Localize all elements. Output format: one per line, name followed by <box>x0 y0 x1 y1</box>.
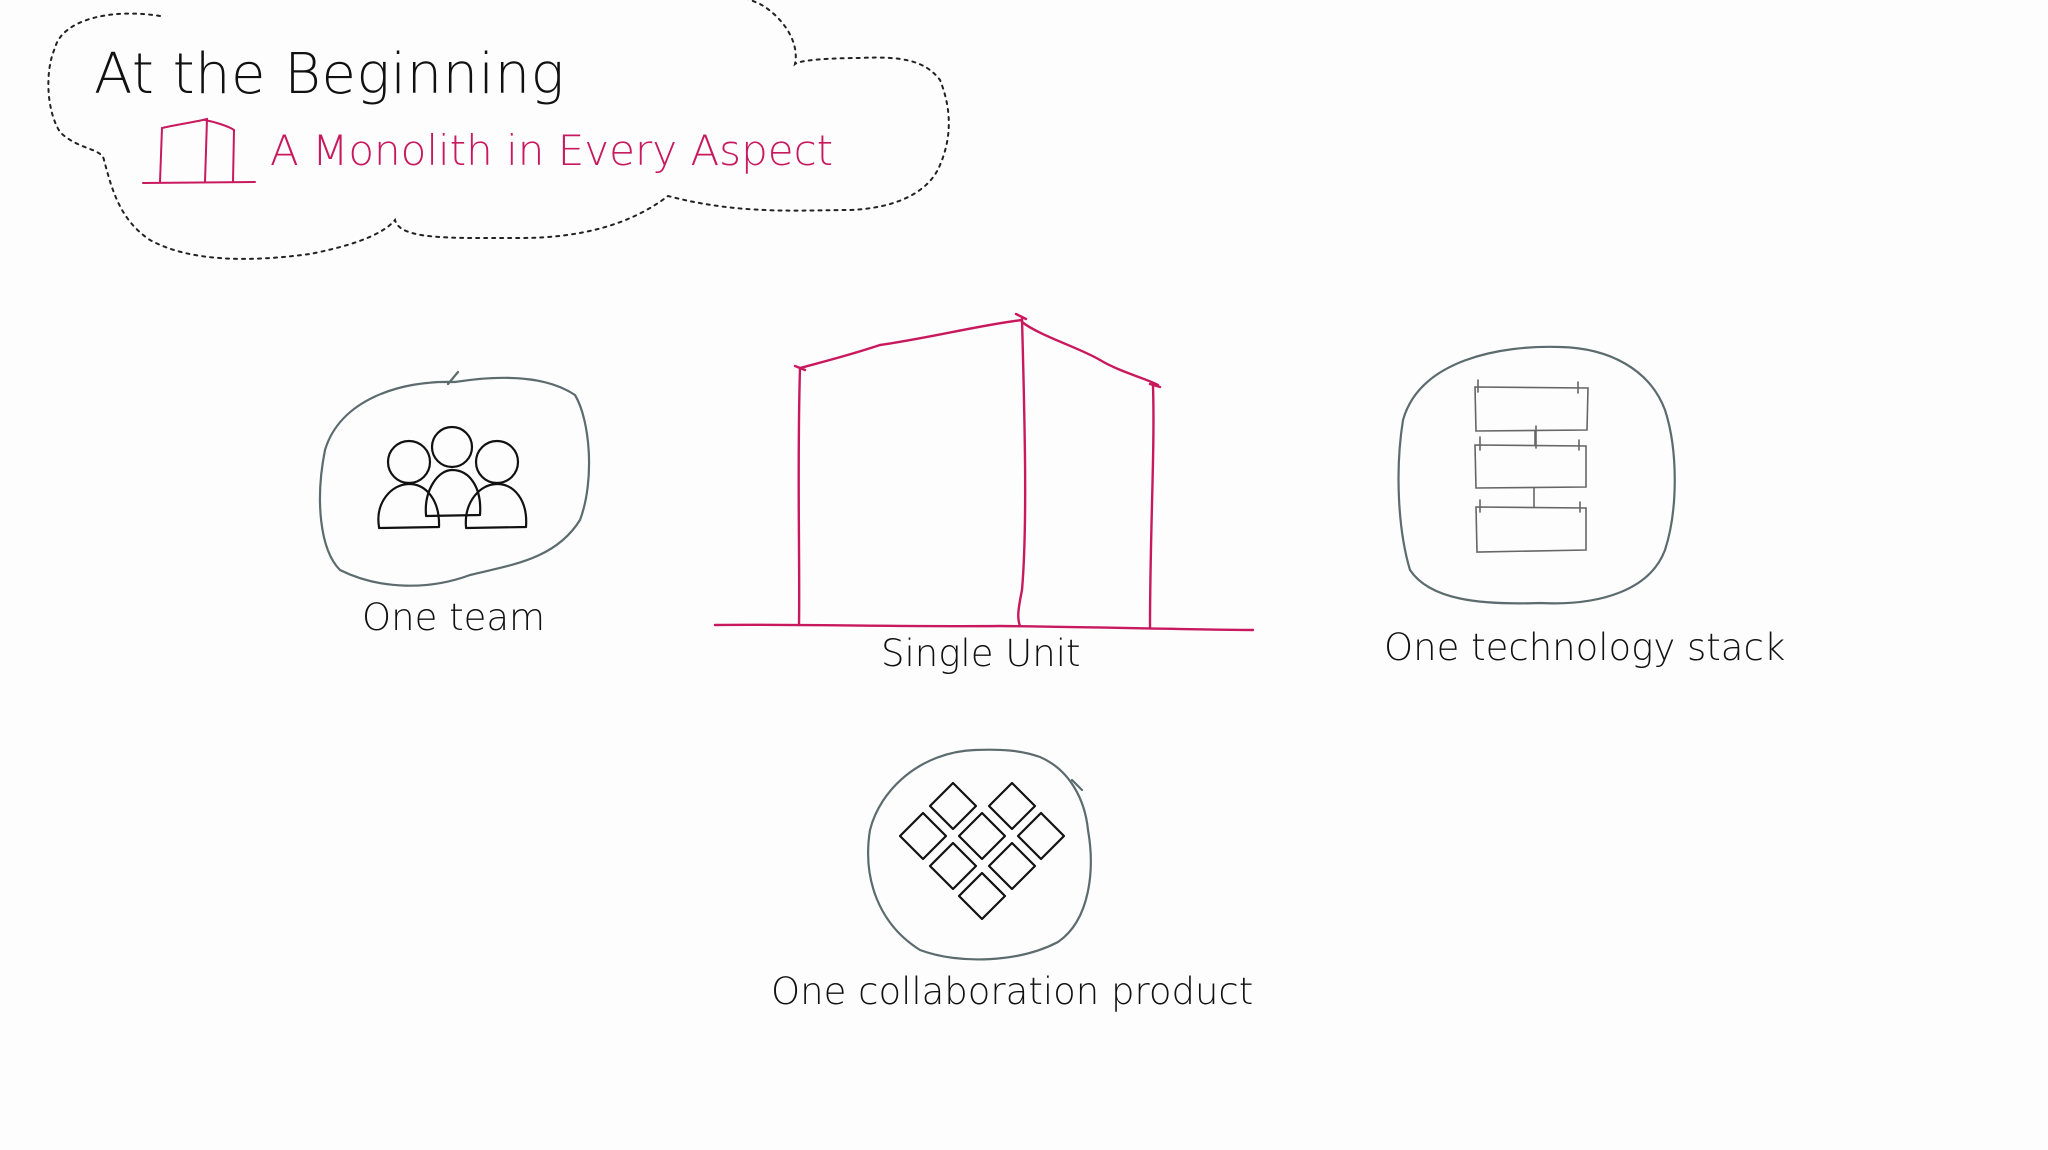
small-building-icon <box>142 117 256 184</box>
page-subtitle: A Monolith in Every Aspect <box>270 126 834 175</box>
page-title: At the Beginning <box>94 42 565 107</box>
collaboration-product-label: One collaboration product <box>771 970 1254 1013</box>
technology-stack-label: One technology stack <box>1384 626 1786 669</box>
header-cloud <box>47 0 950 260</box>
team-icon <box>318 370 591 587</box>
team-label: One team <box>362 596 546 639</box>
collaboration-grid-icon <box>867 748 1092 961</box>
single-unit-label: Single Unit <box>881 632 1081 675</box>
technology-stack-icon <box>1397 345 1676 605</box>
monolith-building-icon <box>713 312 1255 632</box>
